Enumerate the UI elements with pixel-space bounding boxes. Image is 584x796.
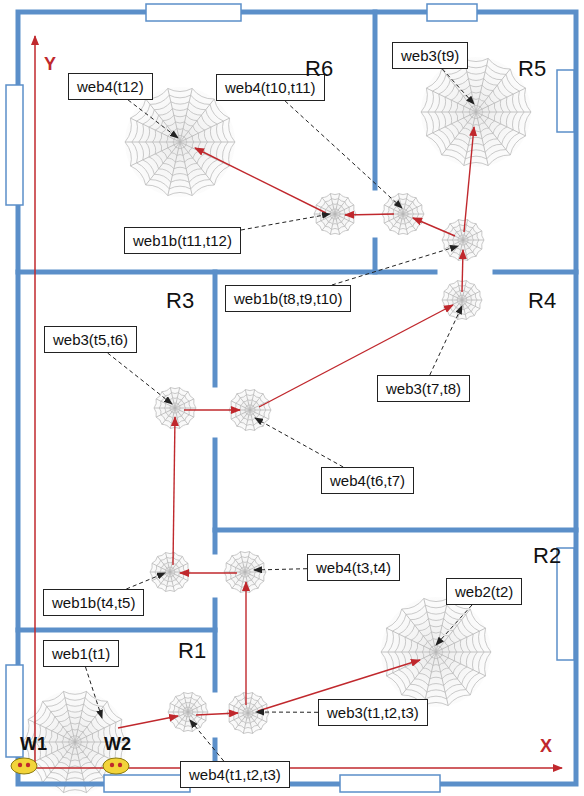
room-label: R1 — [178, 638, 206, 664]
robot-icons — [11, 758, 129, 774]
callout-text: web1(t1) — [52, 645, 110, 662]
axis-label: Y — [44, 54, 56, 75]
callout-text: web4(t1,t2,t3) — [189, 766, 281, 783]
callout-text: web3(t5,t6) — [53, 331, 128, 348]
callout-box: web1b(t8,t9,t10) — [225, 285, 351, 312]
callout-text: web1b(t8,t9,t10) — [234, 290, 342, 307]
robot-label: W1 — [20, 734, 47, 755]
leader-line — [285, 101, 402, 208]
callout-text: web4(t12) — [77, 78, 144, 95]
callout-text: web3(t7,t8) — [386, 380, 461, 397]
leader-line — [128, 100, 178, 138]
leader-line — [86, 667, 103, 718]
room-label: R6 — [305, 56, 333, 82]
leader-line — [190, 720, 224, 761]
callout-box: web3(t5,t6) — [44, 326, 137, 353]
leader-line — [436, 605, 472, 645]
robot-path — [118, 127, 474, 728]
leader-line — [108, 353, 172, 404]
callout-box: web1b(t11,t12) — [124, 227, 241, 254]
callout-box: web1b(t4,t5) — [43, 589, 144, 616]
callout-text: web4(t3,t4) — [316, 559, 391, 576]
room-label: R5 — [518, 56, 546, 82]
leader-line — [430, 306, 462, 375]
room-label: R3 — [166, 288, 194, 314]
callout-text: web3(t9) — [401, 47, 459, 64]
spider-web — [314, 193, 356, 235]
axis-label: X — [540, 736, 552, 757]
leader-line — [254, 569, 307, 570]
leader-line — [256, 712, 318, 713]
spider-web — [168, 692, 208, 732]
spider-web — [224, 551, 266, 593]
callout-box: web1(t1) — [43, 640, 119, 667]
callout-text: web4(t6,t7) — [330, 472, 405, 489]
leader-line — [255, 418, 343, 467]
walls — [18, 12, 576, 784]
spider-web — [125, 87, 235, 197]
callout-box: web2(t2) — [446, 578, 522, 605]
leader-line — [332, 246, 458, 285]
callout-box: web4(t3,t4) — [307, 554, 400, 581]
callout-box: web3(t7,t8) — [377, 375, 470, 402]
callout-text: web4(t10,t11) — [225, 79, 316, 96]
callout-box: web4(t12) — [68, 73, 153, 100]
callout-box: web4(t1,t2,t3) — [180, 761, 290, 788]
robot-label: W2 — [104, 734, 131, 755]
callout-box: web3(t9) — [392, 42, 468, 69]
spider-webs — [23, 57, 531, 794]
callout-text: web1b(t4,t5) — [52, 594, 135, 611]
callout-text: web1b(t11,t12) — [133, 232, 232, 249]
leader-line — [241, 214, 330, 230]
room-label: R4 — [528, 288, 556, 314]
windows — [6, 4, 574, 792]
spider-web — [150, 552, 190, 592]
callout-box: web3(t1,t2,t3) — [318, 699, 428, 726]
spider-web — [381, 597, 491, 707]
spider-web — [421, 57, 531, 167]
callout-text: web3(t1,t2,t3) — [327, 704, 419, 721]
leader-line — [442, 69, 474, 104]
callout-text: web2(t2) — [455, 583, 513, 600]
axes — [35, 36, 562, 768]
leader-line — [126, 573, 165, 589]
callout-box: web4(t6,t7) — [321, 467, 414, 494]
room-label: R2 — [533, 543, 561, 569]
